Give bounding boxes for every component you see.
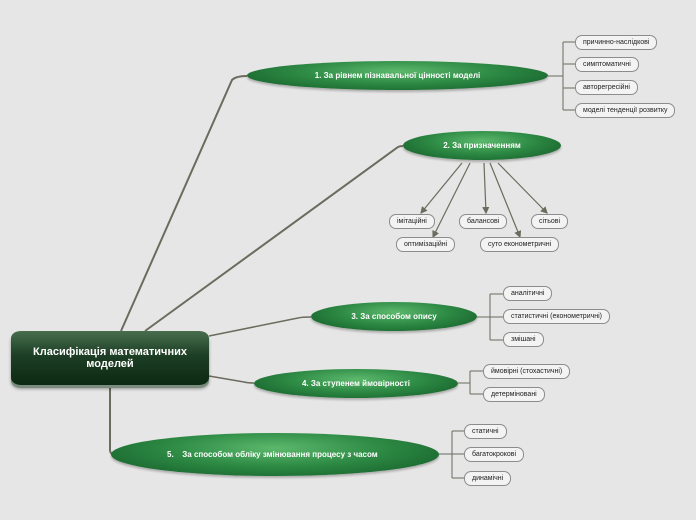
connector-root-branch-3	[208, 316, 312, 337]
branch-4-label: 4. За ступенем ймовірності	[301, 379, 411, 388]
branch-3-node[interactable]: 3. За способом опису	[311, 302, 477, 331]
branch-4-node[interactable]: 4. За ступенем ймовірності	[254, 369, 458, 398]
leaf-mixed[interactable]: змішані	[503, 332, 544, 347]
arrows-branch-2	[420, 162, 548, 239]
bracket-branch-3	[477, 293, 503, 341]
leaf-autoregressive[interactable]: авторегресійні	[575, 80, 638, 95]
leaf-deterministic[interactable]: детерміновані	[483, 387, 545, 402]
bracket-branch-4	[458, 370, 483, 395]
leaf-network[interactable]: сітьові	[531, 214, 569, 229]
connector-root-branch-2	[144, 145, 404, 332]
leaf-balance[interactable]: балансові	[459, 214, 508, 229]
bracket-branch-5	[439, 430, 464, 479]
connector-root-branch-5	[109, 385, 115, 455]
branch-2-node[interactable]: 2. За призначенням	[403, 131, 561, 160]
leaf-stochastic[interactable]: ймовірні (стохастичні)	[483, 364, 571, 379]
branch-1-label: 1. За рівнем пізнавальної цінності модел…	[314, 71, 481, 80]
root-node[interactable]: Класифікація математичних моделей	[11, 331, 209, 385]
leaf-symptomatic[interactable]: симптоматичні	[575, 57, 639, 72]
branch-3-label: 3. За способом опису	[351, 312, 437, 321]
root-title: Класифікація математичних моделей	[33, 346, 187, 370]
branch-1-node[interactable]: 1. За рівнем пізнавальної цінності модел…	[247, 61, 548, 90]
bracket-branch-1	[548, 41, 575, 111]
branch-5-node[interactable]: 5. За способом обліку змінювання процесу…	[111, 433, 439, 476]
leaf-statistical[interactable]: статистичні (економетричні)	[503, 309, 611, 324]
leaf-multistep[interactable]: багатокрокові	[464, 447, 525, 462]
leaf-static[interactable]: статичні	[464, 424, 507, 439]
leaf-trend-models[interactable]: моделі тенденції розвитку	[575, 103, 676, 118]
leaf-analytical[interactable]: аналітичні	[503, 286, 553, 301]
connector-root-branch-4	[208, 375, 255, 384]
leaf-dynamic[interactable]: динамічні	[464, 471, 512, 486]
leaf-optimization[interactable]: оптимізаційні	[396, 237, 456, 252]
branch-2-label: 2. За призначенням	[443, 141, 521, 150]
branch-5-label: За способом обліку змінювання процесу з …	[182, 450, 378, 459]
leaf-causal[interactable]: причинно-наслідкові	[575, 35, 658, 50]
branch-5-number: 5.	[167, 450, 174, 459]
leaf-econometric[interactable]: суто економетричні	[480, 237, 560, 252]
leaf-imitation[interactable]: імітаційні	[389, 214, 435, 229]
connector-root-branch-1	[120, 75, 248, 332]
